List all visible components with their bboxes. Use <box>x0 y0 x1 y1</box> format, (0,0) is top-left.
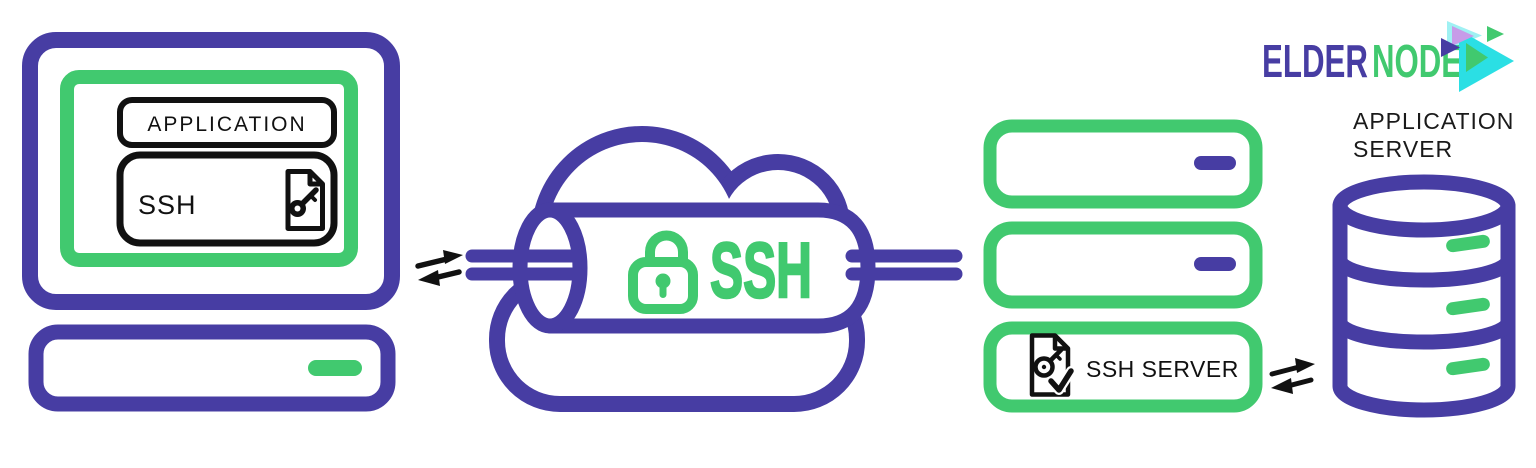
application-server: APPLICATION SERVER <box>1332 108 1516 418</box>
db-led-indicator <box>1446 234 1490 253</box>
tunnel-body <box>542 202 876 334</box>
db-led-indicator <box>1446 357 1490 376</box>
server-unit-1-led-indicator <box>1194 156 1236 170</box>
ssh-tunnel: SSH <box>465 202 963 334</box>
server-unit-1 <box>983 119 1263 209</box>
application-box <box>117 97 337 148</box>
client-computer: APPLICATION SSH <box>22 32 400 412</box>
database-icon <box>1332 174 1516 418</box>
play-triangles-icon <box>1441 21 1514 92</box>
tunnel-ssh-label: SSH <box>710 226 812 314</box>
ssh-server-label: SSH SERVER <box>1086 356 1239 382</box>
application-label: APPLICATION <box>147 113 306 136</box>
padlock-icon <box>628 230 698 314</box>
client-tunnel-arrows-icon <box>415 250 463 286</box>
key-file-icon <box>285 169 325 231</box>
application-server-label-line1: APPLICATION <box>1353 108 1514 134</box>
server-rack: SSH SERVER <box>983 119 1263 413</box>
base-led-indicator <box>308 360 362 376</box>
server-unit-2-led-indicator <box>1194 257 1236 271</box>
server-unit-2 <box>983 221 1263 309</box>
computer-base <box>28 324 396 412</box>
db-led-indicator <box>1446 297 1490 316</box>
connection-lines <box>465 249 963 281</box>
server-db-arrows-icon <box>1269 358 1315 394</box>
ssh-client-label: SSH <box>138 190 197 220</box>
logo-text-elder: ELDER <box>1262 35 1368 87</box>
brand-logo: ELDER NODE <box>1262 21 1514 92</box>
ssh-client-box <box>116 151 338 247</box>
application-server-label-line2: SERVER <box>1353 136 1453 162</box>
key-file-check-icon <box>1029 333 1076 397</box>
